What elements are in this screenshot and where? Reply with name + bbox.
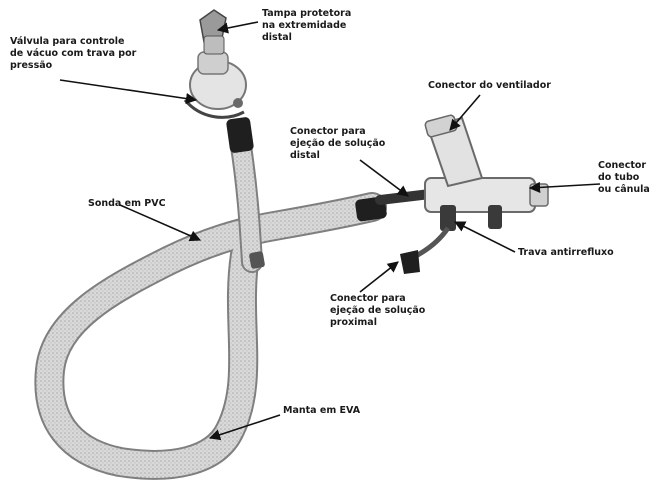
label-line: Trava antirrefluxo [518, 247, 614, 259]
label-line: distal [262, 32, 351, 44]
leader-trava [455, 222, 515, 252]
label-line: distal [290, 150, 385, 162]
label-distal-connector: Conector para ejeção de solução distal [290, 126, 385, 162]
label-protective-cap: Tampa protetora na extremidade distal [262, 8, 351, 44]
label-line: Conector para [330, 293, 425, 305]
proximal-connector [400, 250, 420, 274]
leader-sonda [120, 205, 200, 240]
label-line: Conector [598, 160, 650, 172]
label-proximal-connector: Conector para ejeção de solução proximal [330, 293, 425, 329]
label-line: ejeção de solução [290, 138, 385, 150]
label-antireflux-lock: Trava antirrefluxo [518, 247, 614, 259]
label-line: na extremidade [262, 20, 351, 32]
label-eva-sleeve: Manta em EVA [283, 405, 360, 417]
label-line: do tubo [598, 172, 650, 184]
label-line: pressão [10, 60, 136, 72]
label-line: Conector do ventilador [428, 80, 551, 92]
label-line: Conector para [290, 126, 385, 138]
label-ventilator-connector: Conector do ventilador [428, 80, 551, 92]
leader-valvula [60, 80, 196, 100]
black-collar [226, 116, 254, 153]
label-line: ejeção de solução [330, 305, 425, 317]
label-line: proximal [330, 317, 425, 329]
label-pvc-tube: Sonda em PVC [88, 198, 166, 210]
label-line: Válvula para controle [10, 36, 136, 48]
label-line: ou cânula [598, 184, 650, 196]
label-line: Tampa protetora [262, 8, 351, 20]
antireflux-lock [440, 205, 456, 231]
leader-distal [360, 160, 408, 196]
label-line: Manta em EVA [283, 405, 360, 417]
leader-proximal [360, 262, 398, 292]
label-line: Sonda em PVC [88, 198, 166, 210]
label-tube-connector: Conector do tubo ou cânula [598, 160, 650, 196]
label-line: de vácuo com trava por [10, 48, 136, 60]
label-vacuum-valve: Válvula para controle de vácuo com trava… [10, 36, 136, 72]
